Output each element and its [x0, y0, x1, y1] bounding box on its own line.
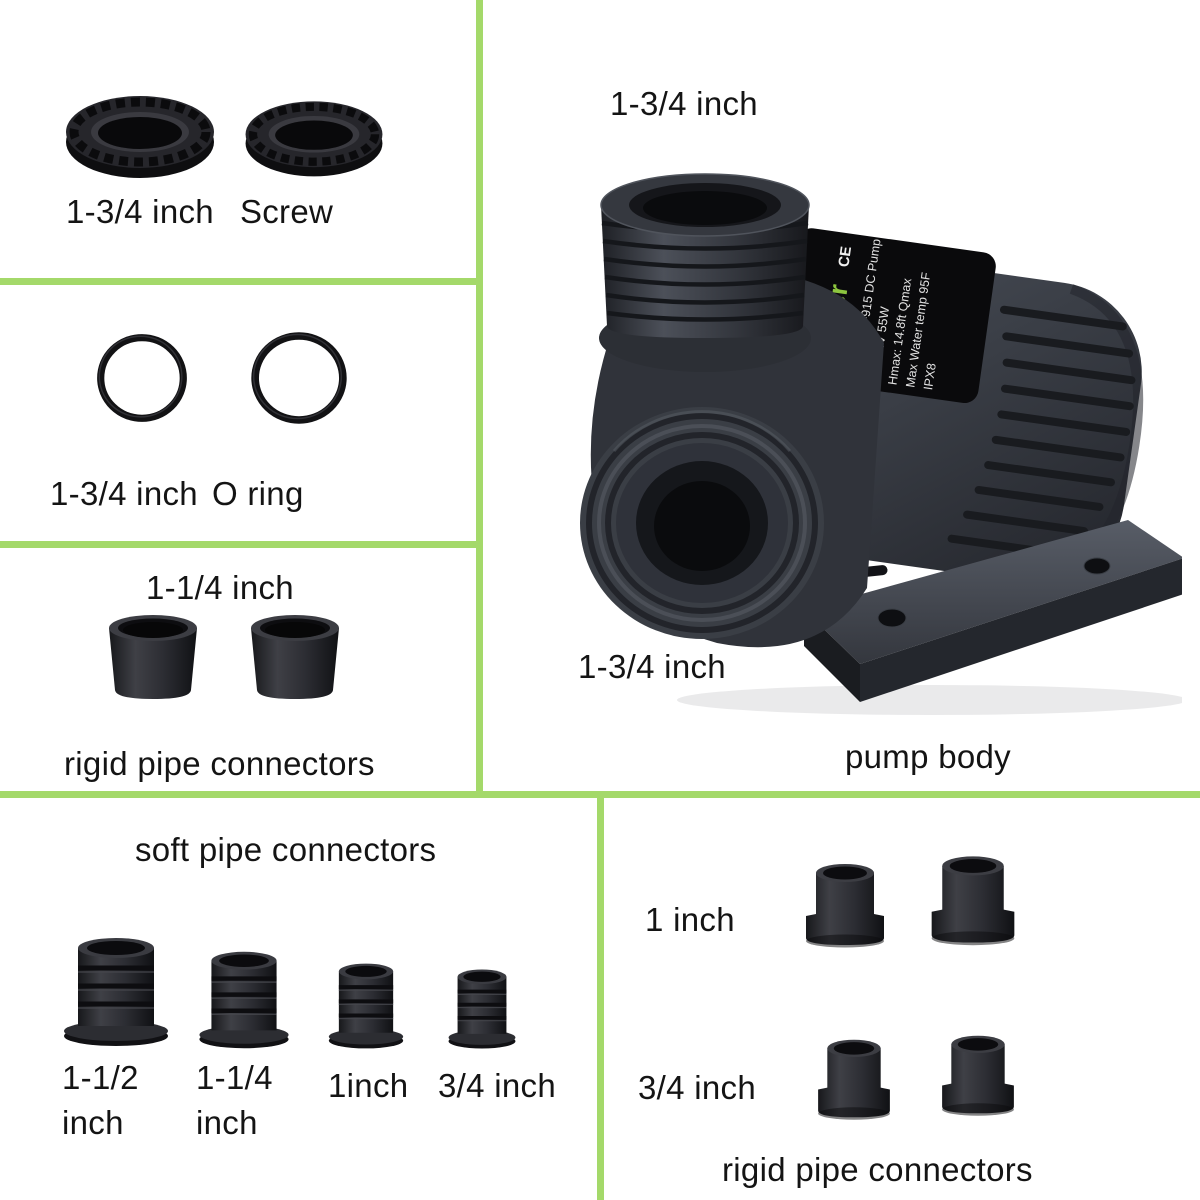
rigid-right-top-size-label: 1 inch	[645, 901, 735, 938]
pump-outlet-graphic	[599, 173, 811, 372]
rigid-connector-graphic	[109, 615, 197, 699]
rigid-left-caption: rigid pipe connectors	[64, 745, 375, 782]
divider-oring-rigid	[0, 541, 476, 548]
soft-connector-graphic	[64, 938, 168, 1046]
rigid-connector-graphic	[806, 864, 884, 948]
soft-item-label: 3/4 inch	[438, 1067, 556, 1104]
soft-item-label: 1inch	[328, 1067, 409, 1104]
rigid-right-bottom-size-label: 3/4 inch	[638, 1069, 756, 1106]
divider-screw-oring	[0, 278, 476, 285]
pump-inlet-graphic	[580, 407, 824, 639]
screw-cap-graphic	[245, 101, 383, 177]
oring-name-label: O ring	[211, 475, 304, 512]
oring-size-label: 1-3/4 inch	[50, 475, 198, 512]
screw-size-label: 1-3/4 inch	[66, 193, 214, 230]
pump-inlet-size-label: 1-3/4 inch	[578, 648, 726, 685]
screw-name-label: Screw	[239, 193, 334, 230]
soft-connector-graphic	[199, 951, 289, 1049]
o-ring-graphic	[251, 332, 347, 424]
rigid-connector-graphic	[818, 1039, 890, 1120]
soft-connector-graphic	[328, 963, 404, 1049]
oring-label: 1-3/4 inch O ring	[50, 472, 304, 517]
soft-item-label: 1-1/4 inch	[196, 1059, 273, 1141]
pump-outlet-size-label: 1-3/4 inch	[610, 85, 758, 122]
screw-cap-graphic	[66, 96, 214, 178]
rigid-connector-graphic	[931, 856, 1015, 946]
pump-nameplate-line: IPX8	[921, 362, 939, 391]
pump-ce-mark: CE	[835, 245, 855, 268]
screw-label: 1-3/4 inch Screw	[66, 190, 333, 235]
divider-vertical-top	[476, 0, 483, 791]
rigid-connector-graphic	[251, 615, 339, 699]
rigid-right-caption: rigid pipe connectors	[722, 1151, 1033, 1188]
soft-item-label: 1-1/2 inch	[62, 1059, 139, 1141]
soft-connector-graphic	[448, 969, 516, 1049]
o-ring-graphic	[97, 334, 187, 422]
pump-graphic: hygger CE Model: HG-915 DC Pump DC: 24V …	[580, 173, 1182, 715]
divider-vertical-bottom	[597, 798, 604, 1200]
rigid-connector-graphic	[942, 1035, 1014, 1116]
rigid-left-size-label: 1-1/4 inch	[146, 569, 294, 606]
divider-horizontal-main	[0, 791, 1200, 798]
pump-caption: pump body	[845, 738, 1011, 775]
soft-title: soft pipe connectors	[135, 831, 437, 868]
